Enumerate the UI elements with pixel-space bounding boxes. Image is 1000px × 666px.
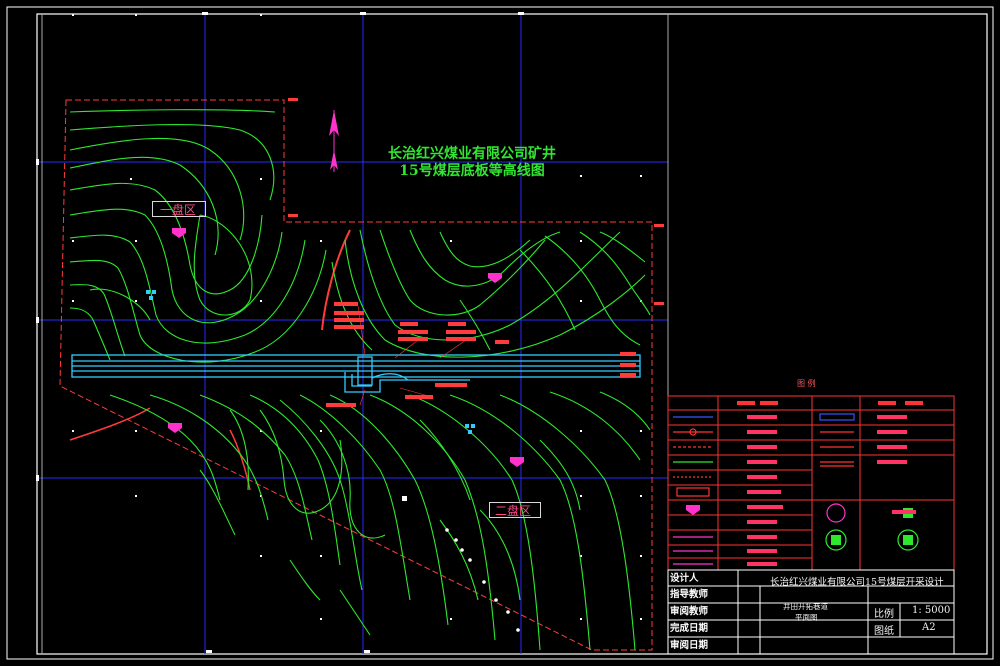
scale-value: 1: 5000: [912, 605, 951, 616]
legend-header-text: [737, 401, 923, 405]
fault-line: [321, 229, 351, 331]
roadway-annotations: [326, 302, 636, 407]
legend-text-bars: [747, 415, 916, 566]
inner-frame: [36, 13, 988, 655]
boundary-markers: [288, 98, 664, 305]
legend-symbols: [673, 413, 919, 565]
advisor-label: 指导教师: [670, 589, 709, 600]
zone-two-label-box: [489, 502, 541, 518]
drawing-title-line2: 15号煤层底板等高线图: [399, 163, 545, 179]
contour-lines: [69, 109, 651, 651]
drawing-name-line2: 平面图: [795, 613, 818, 622]
grid-tick-marks: [36, 12, 524, 653]
reviewer-label: 审阅教师: [670, 606, 709, 617]
drawing-title: 长治红兴煤业有限公司矿井 15号煤层底板等高线图: [388, 146, 556, 180]
legend-shaft-icon: [686, 505, 700, 515]
title-block: [667, 569, 955, 655]
scale-label: 比例: [874, 609, 894, 620]
sheet-label: 图纸: [874, 626, 894, 637]
mine-boundary: [59, 99, 653, 651]
zone-one-label: 一盘区: [160, 203, 197, 217]
zone-two-label: 二盘区: [495, 504, 532, 518]
zone-one-label-box: [152, 201, 206, 217]
designer-label: 设计人: [670, 573, 699, 584]
review-date-label: 审阅日期: [670, 640, 709, 651]
frame-edge-lines: [41, 14, 669, 654]
outer-frame: [6, 6, 994, 660]
shaft-icons: [168, 228, 524, 467]
contour-label-dots: [445, 528, 520, 632]
drawing-name-line1: 井田开拓巷道: [783, 602, 828, 611]
coordinate-grid: [37, 14, 668, 654]
borehole-icons: [146, 290, 475, 434]
north-arrow-icon: [329, 110, 339, 172]
sheet-value: A2: [922, 622, 936, 633]
finish-date-label: 完成日期: [670, 623, 709, 634]
main-roadways: [71, 354, 641, 393]
fault-line: [229, 429, 251, 491]
grid-crosses: [72, 14, 642, 620]
fault-line: [69, 407, 151, 441]
legend-title: 图 例: [797, 379, 816, 388]
company-title: 长治红兴煤业有限公司15号煤层开采设计: [770, 577, 944, 588]
annotation-leaders: [357, 305, 467, 406]
drawing-title-line1: 长治红兴煤业有限公司矿井: [388, 146, 556, 162]
